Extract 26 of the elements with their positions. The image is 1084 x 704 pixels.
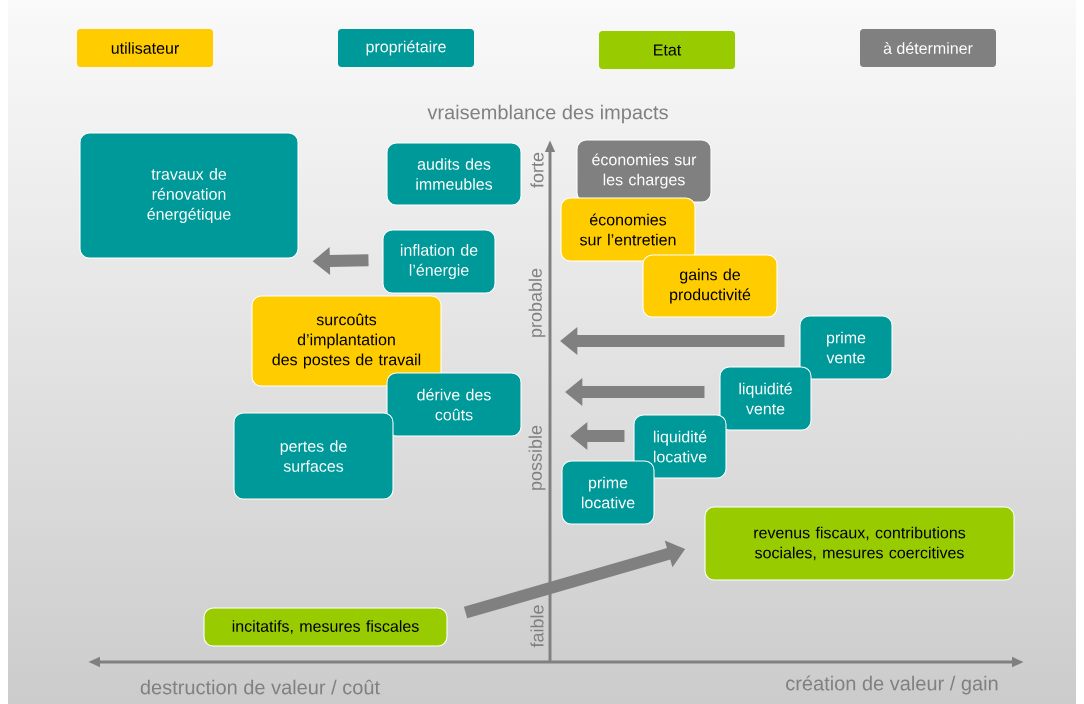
- label-box: surcoûts d’implantation des postes de travail: [251, 295, 442, 387]
- label-box: incitatifs, mesures fiscales: [203, 607, 448, 647]
- scale-label: probable: [528, 268, 546, 337]
- label-box: prime locative: [561, 460, 655, 525]
- label-box: gains de productivité: [642, 254, 778, 318]
- axis-title: création de valeur / gain: [786, 675, 998, 695]
- label-box: liquidité vente: [719, 366, 812, 431]
- axis-title: vraisemblance des impacts: [427, 104, 668, 124]
- label-box: travaux de rénovation énergétique: [79, 132, 299, 259]
- label-box: liquidité locative: [633, 414, 727, 479]
- label-box: dérive des coûts: [386, 372, 522, 437]
- scale-label: faible: [530, 605, 544, 648]
- scale-label: possible: [528, 425, 546, 490]
- label-box: inflation de l’énergie: [382, 229, 496, 294]
- scale-label: forte: [530, 152, 544, 188]
- label-box: économies sur l’entretien: [560, 197, 696, 262]
- legend-label: Etat: [654, 44, 682, 56]
- legend-label: à déterminer: [883, 42, 973, 54]
- legend-label: propriétaire: [366, 40, 446, 56]
- label-box: revenus fiscaux, contributions sociales, mesures coercitives: [704, 506, 1015, 581]
- label-box: audits des immeubles: [386, 142, 522, 206]
- label-box: pertes de surfaces: [233, 412, 394, 500]
- axis-title: destruction de valeur / coût: [140, 679, 380, 695]
- label-box: économies sur les charges: [576, 139, 712, 203]
- label-box: prime vente: [799, 315, 893, 380]
- legend-label: utilisateur: [111, 42, 179, 54]
